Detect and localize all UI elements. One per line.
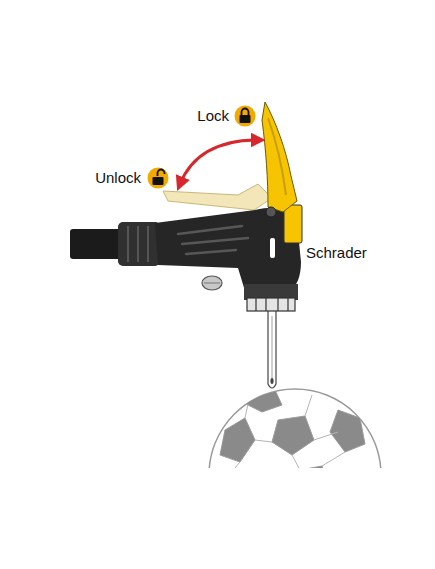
illustration-part	[270, 378, 273, 384]
illustration-part	[225, 395, 360, 468]
illustration-part	[294, 466, 330, 468]
soccer-ball	[209, 389, 381, 468]
pump-head	[118, 205, 302, 311]
illustration-part	[247, 298, 295, 311]
illustration-part	[352, 392, 374, 415]
illustration-part	[204, 283, 220, 284]
illustration-part	[153, 177, 164, 185]
illustration-part	[158, 170, 165, 177]
illustration-part	[137, 226, 139, 262]
illustration-part	[220, 418, 255, 462]
illustration-part	[240, 115, 251, 123]
illustration-part	[272, 316, 273, 378]
lever-locked-position	[262, 102, 297, 217]
callout-label: Lock	[197, 107, 229, 125]
illustration-part	[186, 250, 236, 254]
illustration-part	[270, 238, 275, 258]
illustration-part	[163, 184, 272, 210]
illustration-part	[209, 389, 381, 468]
illustration-part	[277, 298, 278, 311]
illustration-part	[287, 298, 288, 311]
illustration-part	[266, 207, 276, 217]
illustration-part	[265, 298, 266, 311]
lock-direction-arrow	[180, 140, 258, 184]
illustration-part	[155, 208, 301, 291]
illustration-part	[182, 238, 248, 244]
lock-icon	[235, 106, 256, 127]
illustration-part	[272, 416, 314, 455]
illustration-part	[148, 168, 169, 189]
illustration-part	[262, 102, 297, 212]
inflation-needle	[268, 310, 276, 388]
illustration-part	[225, 395, 360, 468]
illustration-part	[128, 226, 148, 262]
illustration-part	[256, 298, 288, 311]
callout-label: Unlock	[95, 169, 141, 187]
illustration-part	[284, 205, 302, 243]
illustration-part	[242, 109, 249, 116]
illustration-part	[255, 298, 256, 311]
illustration-part	[330, 410, 365, 452]
illustration-part	[220, 390, 374, 468]
illustration-part	[202, 276, 222, 290]
lever-unlocked-position	[163, 184, 272, 210]
illustration-part	[235, 106, 256, 127]
illustration-part	[178, 226, 242, 234]
illustration-part	[268, 118, 286, 195]
unlock-icon	[148, 168, 169, 189]
illustration-part	[246, 390, 282, 412]
callout-label: Schrader	[306, 244, 367, 262]
illustration-part	[147, 226, 149, 262]
illustration-part	[268, 310, 276, 388]
illustration-part	[127, 226, 129, 262]
illustration-part	[118, 222, 160, 266]
illustration-part	[178, 226, 248, 254]
